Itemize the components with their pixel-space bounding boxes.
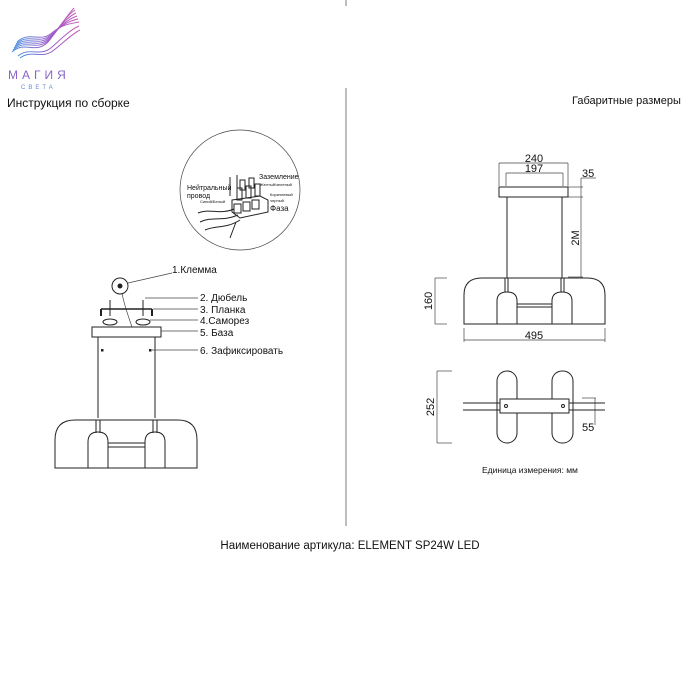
dim-2m: 2M <box>570 230 582 245</box>
phase-label: Фаза <box>270 204 289 213</box>
pendant-shade <box>54 419 198 469</box>
logo-text-sub: СВЕТА <box>21 85 56 91</box>
dim-55: 55 <box>582 422 594 434</box>
unit-note: Единица измерения: мм <box>482 465 578 475</box>
dim-35: 35 <box>582 168 594 180</box>
dim-252: 252 <box>425 398 437 416</box>
terminal-block-icon <box>197 175 269 239</box>
brand-logo: МАГИЯ СВЕТА <box>8 7 81 91</box>
wave-logo-icon <box>11 7 81 59</box>
dim-495: 495 <box>525 330 543 342</box>
part-label-2: 2. Дюбель <box>200 292 247 304</box>
phase-color-label-1: Коричневый <box>270 192 293 197</box>
neutral-label-2: провод <box>187 193 210 200</box>
article-name: Наименование артикула: ELEMENT SP24W LED <box>220 540 479 552</box>
wiring-detail: Нейтральный провод Синий/Белый Заземлени… <box>179 129 301 251</box>
part-label-5: 5. База <box>200 328 234 339</box>
dim-197: 197 <box>525 163 543 175</box>
dimensions-title: Габаритные размеры <box>572 95 681 107</box>
assembly-title: Инструкция по сборке <box>7 96 130 110</box>
front-view-drawing: 240 197 35 2M 160 495 <box>423 153 606 342</box>
part-label-4: 4.Саморез <box>200 316 250 327</box>
dim-160: 160 <box>423 292 435 310</box>
top-view-drawing: 252 55 Единица измерения: мм <box>425 370 605 475</box>
assembly-drawing: 1.Клемма 2. Дюбель 3. Планка 4.Саморез 5… <box>54 265 283 469</box>
ground-label: Заземление <box>259 174 299 181</box>
part-label-6: 6. Зафиксировать <box>200 345 283 357</box>
neutral-label-1: Нейтральный <box>187 184 231 192</box>
part-label-3: 3. Планка <box>200 305 246 316</box>
neutral-color-label: Синий/Белый <box>200 199 225 204</box>
ground-color-label: Желтый/зеленый <box>260 182 292 187</box>
part-label-1: 1.Клемма <box>172 265 217 276</box>
phase-color-label-2: черный <box>270 198 284 203</box>
logo-text-main: МАГИЯ <box>8 68 70 82</box>
dim-240: 240 <box>525 153 543 165</box>
